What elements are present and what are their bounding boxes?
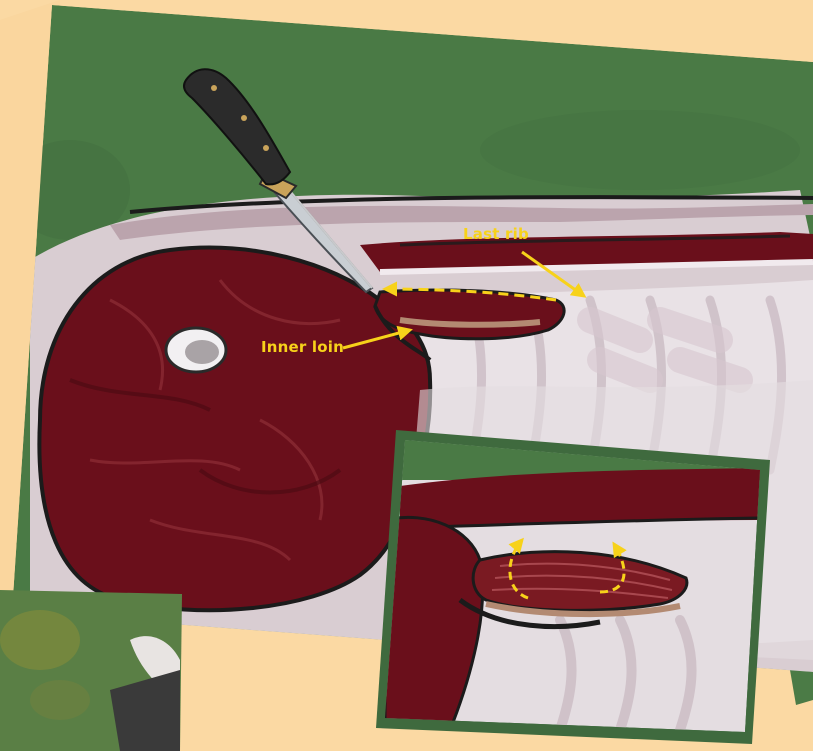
bottom-left-panel: [0, 590, 182, 751]
inset-panel: [376, 430, 780, 744]
last-rib-label: Last rib: [463, 225, 529, 243]
inner-loin-label: Inner loin: [261, 338, 344, 356]
bone-cross-section: [166, 328, 226, 372]
hind-quarter: [39, 248, 430, 611]
